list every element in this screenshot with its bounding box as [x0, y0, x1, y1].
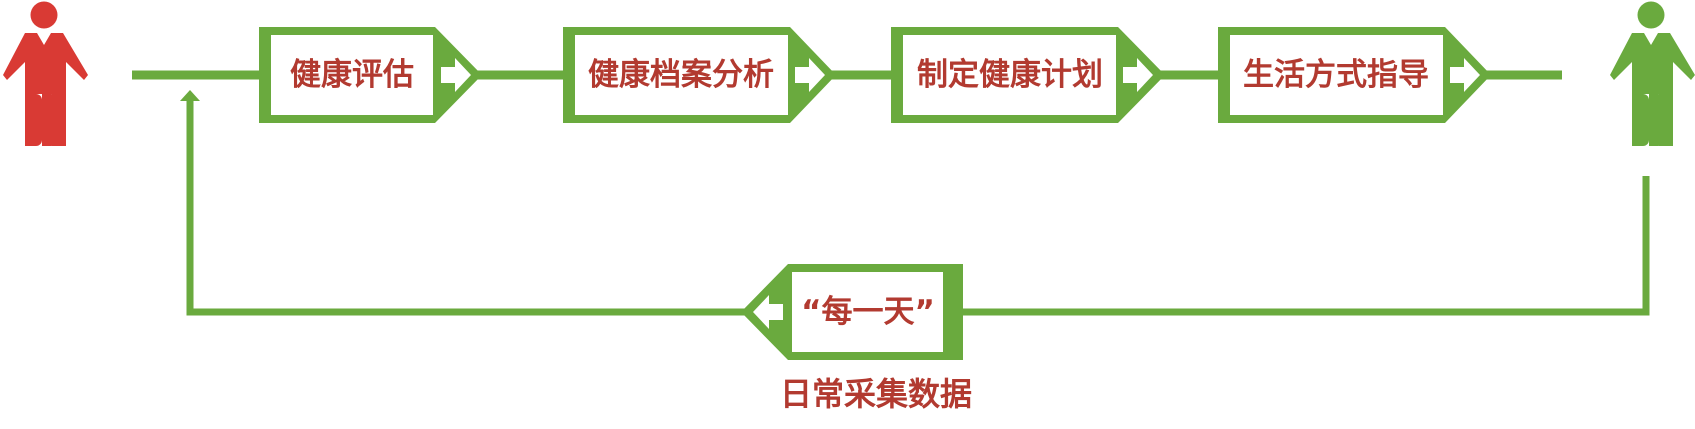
step-box: 生活方式指导 — [1218, 27, 1491, 123]
step-label: 生活方式指导 — [1243, 57, 1429, 93]
person-icon — [3, 1, 88, 146]
loop-caption: 日常采集数据 — [780, 375, 972, 413]
step-box: 制定健康计划 — [891, 27, 1165, 123]
step-box: 健康档案分析 — [563, 27, 836, 123]
step-box: 健康评估 — [259, 27, 482, 123]
step-label: 制定健康计划 — [917, 57, 1103, 93]
arrow-left-icon — [753, 295, 783, 329]
arrow-right-icon — [1450, 58, 1480, 92]
step-label: 健康档案分析 — [588, 57, 774, 93]
arrow-right-icon — [795, 58, 825, 92]
arrow-up-icon — [180, 90, 200, 101]
loop-label: “每一天” — [801, 294, 935, 330]
step-label: 健康评估 — [290, 57, 414, 93]
arrow-right-icon — [441, 58, 471, 92]
arrow-right-icon — [1123, 58, 1153, 92]
person-icon — [1610, 1, 1695, 146]
loop-box: “每一天” — [741, 264, 963, 360]
